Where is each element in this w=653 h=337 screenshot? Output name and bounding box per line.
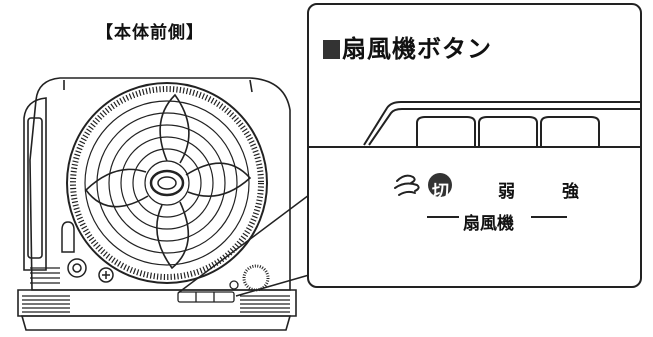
button-label-weak: 弱 [498,182,515,202]
fan-group-label: 扇風機 [461,209,516,234]
front-side-label: 【本体前側】 [96,23,204,43]
panel-title: 扇風機ボタン [323,29,492,64]
button-label-strong: 強 [562,182,579,202]
button-keys [416,116,600,147]
device-body [17,77,297,331]
device-button-area [177,264,270,303]
panel-drawing [309,101,640,218]
button-label-off: 切 [432,182,449,202]
off-button-badge [428,173,452,197]
fan-button-panel: 扇風機ボタン 切 弱 強 扇風機 [307,3,642,288]
panel-title-text: 扇風機ボタン [342,35,492,63]
wind-icon [394,174,420,196]
control-knobs [61,221,114,283]
fan-grille [66,82,268,284]
callout-lines [177,194,310,297]
square-bullet-icon [323,40,340,59]
